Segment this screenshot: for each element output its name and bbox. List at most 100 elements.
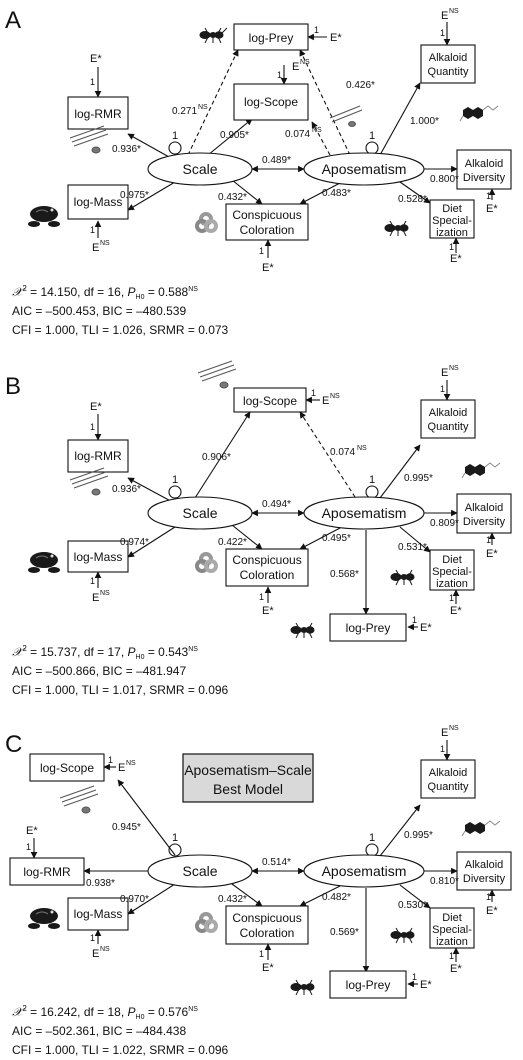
best-model-box [182, 753, 314, 803]
coef-scope-scale: 0.906* [202, 452, 231, 463]
best-model-line-2: Best Model [213, 781, 283, 797]
path-apo-diet [399, 181, 431, 204]
error-one: 1 [90, 77, 95, 87]
error-one: 1 [486, 535, 491, 545]
poison-frog-icon [28, 552, 60, 573]
box-consp-label-1: Conspicuous [232, 911, 301, 925]
variance-loop-scale [168, 843, 182, 857]
box-diet-label-1: Diet [442, 912, 462, 924]
box-conspicuous-coloration [225, 548, 309, 587]
coef-prey-apo: 0.426* [346, 80, 375, 91]
error-label: E [322, 395, 329, 407]
box-alkaloid-diversity [456, 149, 512, 190]
error-label: E* [450, 605, 462, 617]
path-apo-consp [299, 885, 341, 907]
path-apo-consp [299, 527, 341, 550]
error-label: E [441, 367, 448, 379]
latent-scale-label: Scale [182, 161, 217, 177]
ant-icon [390, 927, 415, 944]
error-one: 1 [90, 225, 95, 235]
latent-aposematism [303, 152, 425, 186]
path-apo-aq [379, 804, 421, 857]
box-consp-label-1: Conspicuous [232, 208, 301, 222]
box-log-mass [67, 184, 129, 220]
error-one: 1 [412, 972, 417, 982]
box-aq-label-2: Quantity [428, 781, 469, 793]
box-log-rmr [67, 439, 129, 473]
path-scale-consp [231, 883, 263, 907]
latent-aposematism-label: Aposematism [322, 505, 407, 521]
grass-frog-icon [69, 125, 109, 154]
fit-stats-line-1: 𝒳2 = 16.242, df = 18, PH0 = 0.576NS [12, 1004, 198, 1021]
box-log-mass-label: log-Mass [74, 907, 123, 921]
coef-scope-scale: 0.905* [220, 130, 249, 141]
coef-consp-scale: 0.432* [218, 894, 247, 905]
error-label: E* [330, 32, 342, 44]
path-scale-consp [231, 524, 263, 550]
coef-consp-apo: 0.482* [322, 892, 351, 903]
coef-diet: 0.531* [398, 542, 427, 553]
error-label: E [441, 727, 448, 739]
path-apo-aq [379, 82, 421, 156]
coef-scope-apo-sup: NS [357, 445, 367, 452]
variance-one: 1 [369, 130, 375, 142]
path-apo-scope [311, 121, 331, 156]
coef-consp-apo: 0.495* [322, 533, 351, 544]
trefoil-icon [195, 912, 218, 933]
error-label: E* [486, 203, 498, 215]
error-label: E* [450, 253, 462, 265]
box-alkaloid-quantity [420, 399, 476, 439]
latent-scale [147, 152, 253, 186]
error-label: E* [420, 979, 432, 991]
box-aq-label-1: Alkaloid [429, 52, 468, 64]
grass-frog-icon [59, 785, 99, 814]
box-alkaloid-diversity [456, 493, 512, 534]
error-sup: NS [300, 59, 310, 66]
latent-aposematism-label: Aposematism [322, 863, 407, 879]
error-sup: NS [100, 946, 110, 953]
box-consp-label-2: Coloration [240, 223, 295, 237]
error-one: 1 [259, 246, 264, 256]
hexagon-molecule-icon [461, 462, 501, 479]
hexagon-molecule-icon [459, 105, 499, 122]
coef-aq: 1.000* [410, 116, 439, 127]
box-log-rmr-label: log-RMR [23, 865, 71, 879]
box-ad-label-1: Alkaloid [465, 158, 504, 170]
error-one: 1 [259, 592, 264, 602]
box-log-rmr-label: log-RMR [74, 107, 122, 121]
path-apo-prey [299, 49, 351, 156]
error-label: E* [90, 401, 102, 413]
latent-scale [147, 496, 253, 530]
error-one: 1 [90, 422, 95, 432]
ant-icon [290, 979, 315, 996]
path-scale-mass [127, 181, 176, 211]
coef-scope-apo: 0.074 [285, 129, 310, 140]
box-log-prey-label: log-Prey [249, 31, 294, 45]
box-ad-label-2: Diversity [463, 516, 506, 528]
error-label: E* [420, 622, 432, 634]
box-log-scope [233, 83, 309, 121]
box-diet-label-1: Diet [442, 554, 462, 566]
path-scale-scope [194, 411, 251, 499]
grass-frog-icon [69, 467, 109, 496]
error-label: E* [262, 262, 274, 274]
fit-stats-line-2: AIC = –502.361, BIC = –484.438 [12, 1024, 186, 1038]
coef-mass: 0.970* [120, 894, 149, 905]
error-one: 1 [486, 892, 491, 902]
error-one: 1 [277, 70, 282, 80]
box-conspicuous-coloration [225, 203, 309, 241]
error-label: E [292, 61, 299, 73]
box-diet-specialization [429, 907, 475, 949]
error-label: E [92, 948, 99, 960]
box-diet-label-3: ization [436, 227, 468, 239]
box-diet-label-2: Special- [432, 566, 472, 578]
coef-ad: 0.800* [430, 174, 459, 185]
box-conspicuous-coloration [225, 905, 309, 945]
error-one: 1 [412, 615, 417, 625]
error-one: 1 [90, 576, 95, 586]
error-one: 1 [449, 242, 454, 252]
coef-consp-apo: 0.483* [322, 188, 351, 199]
box-log-rmr-label: log-RMR [74, 449, 122, 463]
variance-one: 1 [172, 474, 178, 486]
box-consp-label-1: Conspicuous [232, 553, 301, 567]
